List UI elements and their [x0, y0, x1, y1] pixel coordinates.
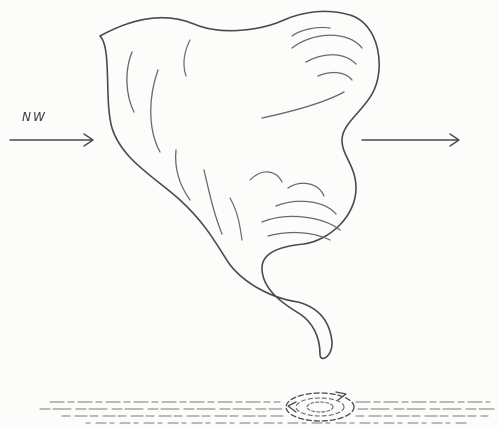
ground-debris-swirl	[286, 392, 354, 421]
wind-arrow-out	[362, 134, 459, 146]
funnel-cloud-outline	[100, 11, 379, 358]
upper-swirl-strokes	[262, 27, 362, 118]
wind-direction-label: NW	[22, 110, 47, 124]
ground-lines	[40, 402, 494, 423]
lower-swirl-strokes	[250, 172, 340, 240]
body-strokes	[127, 40, 242, 240]
wind-arrow-in	[10, 134, 93, 146]
